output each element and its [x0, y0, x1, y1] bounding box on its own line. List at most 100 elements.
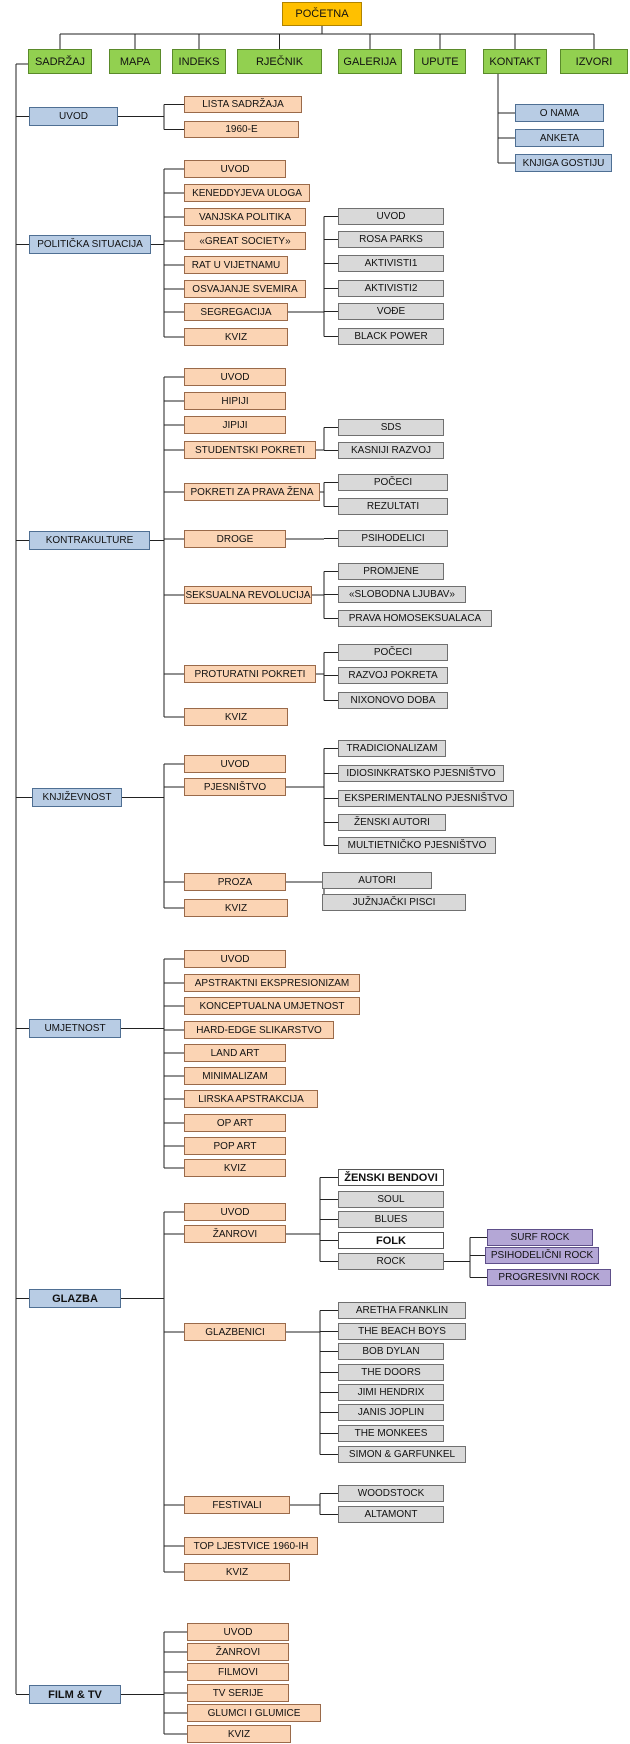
- glumci-i-glumice-node[interactable]: GLUMCI I GLUMICE: [187, 1704, 321, 1722]
- land-art-node[interactable]: LAND ART: [184, 1044, 286, 1062]
- glazbenici-node[interactable]: GLAZBENICI: [184, 1323, 286, 1341]
- psihodelicni-rock-node[interactable]: PSIHODELIČNI ROCK: [485, 1247, 599, 1264]
- janis-joplin-node[interactable]: JANIS JOPLIN: [338, 1404, 444, 1421]
- zanrovi-node[interactable]: ŽANROVI: [184, 1225, 286, 1243]
- minimalizam-node[interactable]: MINIMALIZAM: [184, 1067, 286, 1085]
- izvori-node[interactable]: IZVORI: [560, 49, 628, 74]
- psihodelici-node[interactable]: PSIHODELICI: [338, 530, 448, 547]
- knjizevnost-node[interactable]: KNJIŽEVNOST: [32, 788, 122, 807]
- hard-edge-slikarstvo-node[interactable]: HARD-EDGE SLIKARSTVO: [184, 1021, 334, 1039]
- the-beach-boys-node[interactable]: THE BEACH BOYS: [338, 1323, 466, 1340]
- aretha-franklin-node[interactable]: ARETHA FRANKLIN: [338, 1302, 466, 1319]
- tradicionalizam-node[interactable]: TRADICIONALIZAM: [338, 740, 446, 757]
- osvajanje-svemira-node[interactable]: OSVAJANJE SVEMIRA: [184, 280, 306, 298]
- pop-art-node[interactable]: POP ART: [184, 1137, 286, 1155]
- idiosinkratsko-pjesnistvo-node[interactable]: IDIOSINKRATSKO PJESNIŠTVO: [338, 765, 504, 782]
- hipiji-node[interactable]: HIPIJI: [184, 392, 286, 410]
- tv-serije-node[interactable]: TV SERIJE: [187, 1684, 289, 1702]
- uvod-node[interactable]: UVOD: [184, 368, 286, 386]
- glazba-node[interactable]: GLAZBA: [29, 1289, 121, 1308]
- upute-node[interactable]: UPUTE: [414, 49, 466, 74]
- the-doors-node[interactable]: THE DOORS: [338, 1364, 444, 1381]
- lista-sadrzaja-node[interactable]: LISTA SADRŽAJA: [184, 96, 302, 113]
- anketa-node[interactable]: ANKETA: [515, 129, 604, 147]
- woodstock-node[interactable]: WOODSTOCK: [338, 1485, 444, 1502]
- umjetnost-node[interactable]: UMJETNOST: [29, 1019, 121, 1038]
- proza-node[interactable]: PROZA: [184, 873, 286, 891]
- rock-node[interactable]: ROCK: [338, 1253, 444, 1270]
- sadrzaj-node[interactable]: SADRŽAJ: [28, 49, 92, 74]
- uvod-node[interactable]: UVOD: [187, 1623, 289, 1641]
- pokreti-za-prava-zena-node[interactable]: POKRETI ZA PRAVA ŽENA: [184, 483, 320, 501]
- progresivni-rock-node[interactable]: PROGRESIVNI ROCK: [487, 1269, 611, 1286]
- filmovi-node[interactable]: FILMOVI: [187, 1663, 289, 1681]
- proturatni-pokreti-node[interactable]: PROTURATNI POKRETI: [184, 665, 316, 683]
- prava-homoseksualaca-node[interactable]: PRAVA HOMOSEKSUALACA: [338, 610, 492, 627]
- kontakt-node[interactable]: KONTAKT: [483, 49, 547, 74]
- rosa-parks-node[interactable]: ROSA PARKS: [338, 231, 444, 248]
- folk-node[interactable]: FOLK: [338, 1232, 444, 1249]
- multietnicko-pjesnistvo-node[interactable]: MULTIETNIČKO PJESNIŠTVO: [338, 837, 496, 854]
- zanrovi-node[interactable]: ŽANROVI: [187, 1643, 289, 1661]
- sds-node[interactable]: SDS: [338, 419, 444, 436]
- festivali-node[interactable]: FESTIVALI: [184, 1496, 290, 1514]
- studentski-pokreti-node[interactable]: STUDENTSKI POKRETI: [184, 441, 316, 459]
- uvod-node[interactable]: UVOD: [338, 208, 444, 225]
- uvod-node[interactable]: UVOD: [184, 755, 286, 773]
- poceci-node[interactable]: POČECI: [338, 474, 448, 491]
- kviz-node[interactable]: KVIZ: [184, 1159, 286, 1177]
- the-monkees-node[interactable]: THE MONKEES: [338, 1425, 444, 1442]
- mapa-node[interactable]: MAPA: [109, 49, 161, 74]
- apstraktni-ekspresionizam-node[interactable]: APSTRAKTNI EKSPRESIONIZAM: [184, 974, 360, 992]
- autori-node[interactable]: AUTORI: [322, 872, 432, 889]
- kviz-node[interactable]: KVIZ: [184, 899, 288, 917]
- vode-node[interactable]: VOĐE: [338, 303, 444, 320]
- kviz-node[interactable]: KVIZ: [184, 708, 288, 726]
- uvod-node[interactable]: UVOD: [184, 160, 286, 178]
- aktivisti2-node[interactable]: AKTIVISTI2: [338, 280, 444, 297]
- eksperimentalno-pjesnistvo-node[interactable]: EKSPERIMENTALNO PJESNIŠTVO: [338, 790, 514, 807]
- pocetna-node[interactable]: POČETNA: [282, 2, 362, 26]
- op-art-node[interactable]: OP ART: [184, 1114, 286, 1132]
- surf-rock-node[interactable]: SURF ROCK: [487, 1229, 593, 1246]
- black-power-node[interactable]: BLACK POWER: [338, 328, 444, 345]
- blues-node[interactable]: BLUES: [338, 1211, 444, 1228]
- great-society-node[interactable]: «GREAT SOCIETY»: [184, 232, 306, 250]
- uvod-node[interactable]: UVOD: [184, 950, 286, 968]
- kviz-node[interactable]: KVIZ: [184, 328, 288, 346]
- droge-node[interactable]: DROGE: [184, 530, 286, 548]
- promjene-node[interactable]: PROMJENE: [338, 563, 444, 580]
- top-ljestvice-1960-ih-node[interactable]: TOP LJESTVICE 1960-IH: [184, 1537, 318, 1555]
- vanjska-politika-node[interactable]: VANJSKA POLITIKA: [184, 208, 306, 226]
- rat-u-vijetnamu-node[interactable]: RAT U VIJETNAMU: [184, 256, 288, 274]
- jimi-hendrix-node[interactable]: JIMI HENDRIX: [338, 1384, 444, 1401]
- kasniji-razvoj-node[interactable]: KASNIJI RAZVOJ: [338, 442, 444, 459]
- kontrakulture-node[interactable]: KONTRAKULTURE: [29, 531, 150, 550]
- 1960-e-node[interactable]: 1960-E: [184, 121, 299, 138]
- uvod-node[interactable]: UVOD: [29, 107, 118, 126]
- pjesnistvo-node[interactable]: PJESNIŠTVO: [184, 778, 286, 796]
- o-nama-node[interactable]: O NAMA: [515, 104, 604, 122]
- nixonovo-doba-node[interactable]: NIXONOVO DOBA: [338, 692, 448, 709]
- rezultati-node[interactable]: REZULTATI: [338, 498, 448, 515]
- uvod-node[interactable]: UVOD: [184, 1203, 286, 1221]
- konceptualna-umjetnost-node[interactable]: KONCEPTUALNA UMJETNOST: [184, 997, 360, 1015]
- knjiga-gostiju-node[interactable]: KNJIGA GOSTIJU: [515, 154, 612, 172]
- politicka-situacija-node[interactable]: POLITIČKA SITUACIJA: [29, 235, 151, 254]
- bob-dylan-node[interactable]: BOB DYLAN: [338, 1343, 444, 1360]
- simon-garfunkel-node[interactable]: SIMON & GARFUNKEL: [338, 1446, 466, 1463]
- soul-node[interactable]: SOUL: [338, 1191, 444, 1208]
- rjecnik-node[interactable]: RJEČNIK: [237, 49, 322, 74]
- slobodna-ljubav-node[interactable]: «SLOBODNA LJUBAV»: [338, 586, 466, 603]
- indeks-node[interactable]: INDEKS: [172, 49, 226, 74]
- juznjacki-pisci-node[interactable]: JUŽNJAČKI PISCI: [322, 894, 466, 911]
- segregacija-node[interactable]: SEGREGACIJA: [184, 303, 288, 321]
- altamont-node[interactable]: ALTAMONT: [338, 1506, 444, 1523]
- zenski-bendovi-node[interactable]: ŽENSKI BENDOVI: [338, 1169, 444, 1186]
- jipiji-node[interactable]: JIPIJI: [184, 416, 286, 434]
- kviz-node[interactable]: KVIZ: [184, 1563, 290, 1581]
- keneddyjeva-uloga-node[interactable]: KENEDDYJEVA ULOGA: [184, 184, 310, 202]
- poceci-node[interactable]: POČECI: [338, 644, 448, 661]
- aktivisti1-node[interactable]: AKTIVISTI1: [338, 255, 444, 272]
- zenski-autori-node[interactable]: ŽENSKI AUTORI: [338, 814, 446, 831]
